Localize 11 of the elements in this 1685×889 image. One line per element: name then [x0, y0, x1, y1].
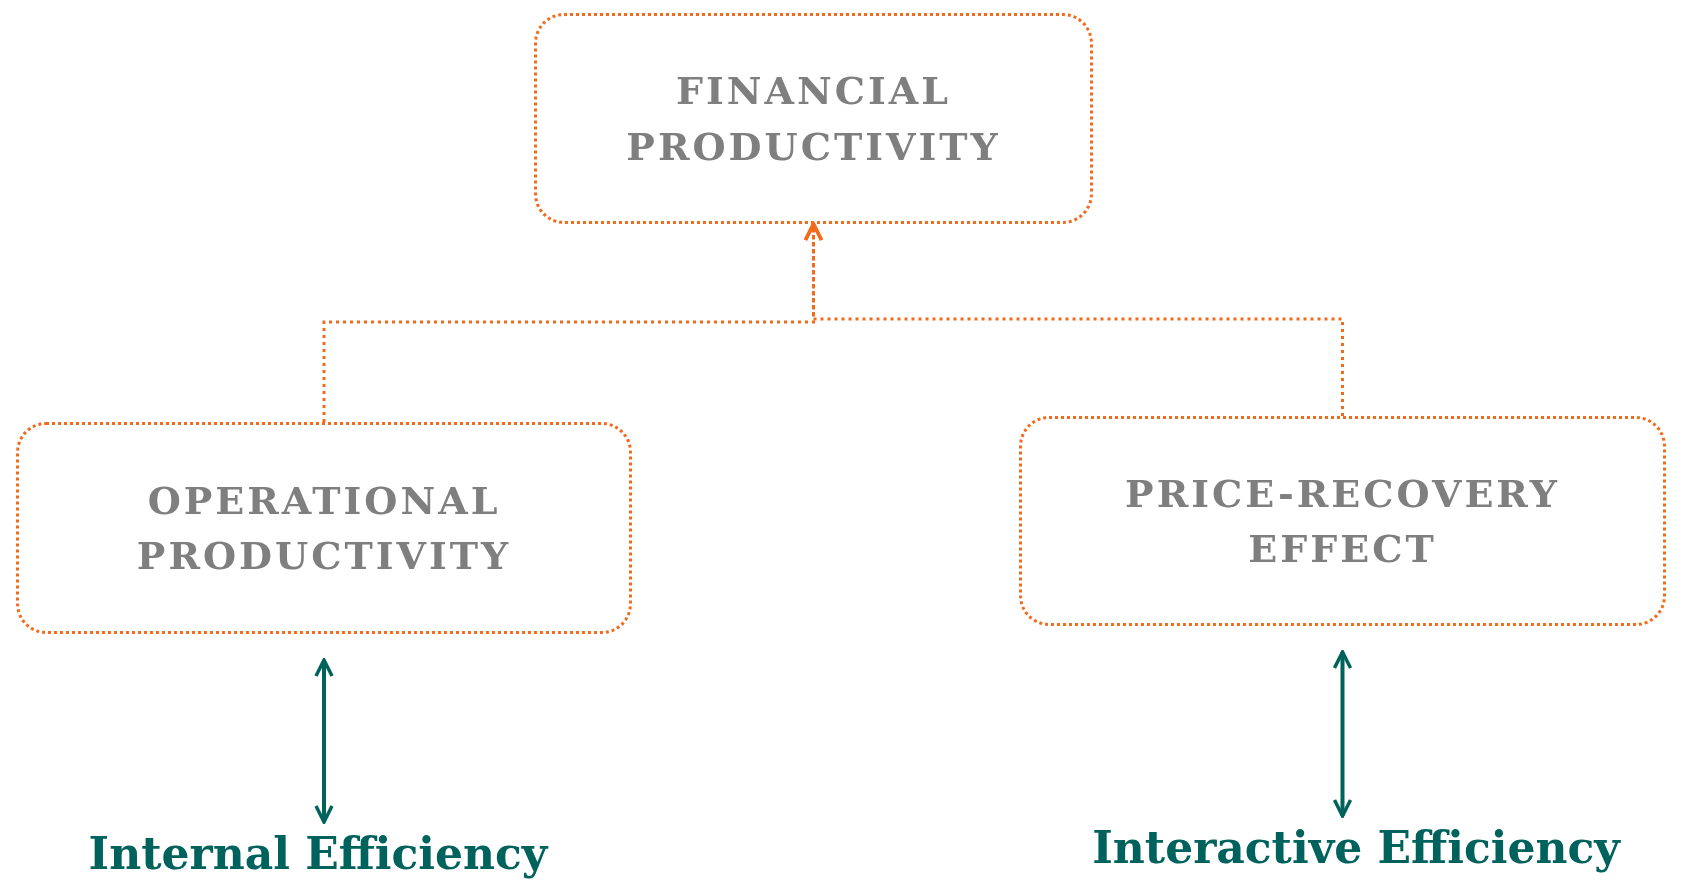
box-title: PRICE-RECOVERY EFFECT	[1124, 469, 1561, 573]
dotted-rounded-box	[16, 422, 632, 634]
dotted-rounded-box	[1019, 416, 1666, 626]
box-title: FINANCIAL PRODUCTIVITY	[625, 67, 1002, 171]
efficiency-label: Internal Efficiency	[88, 828, 548, 879]
double-arrow	[1332, 650, 1353, 818]
dotted-rounded-box	[534, 13, 1093, 224]
box-title: OPERATIONAL PRODUCTIVITY	[135, 476, 513, 580]
arrow	[803, 222, 1344, 416]
double-arrow	[314, 658, 334, 824]
efficiency-label: Interactive Efficiency	[1092, 822, 1620, 873]
